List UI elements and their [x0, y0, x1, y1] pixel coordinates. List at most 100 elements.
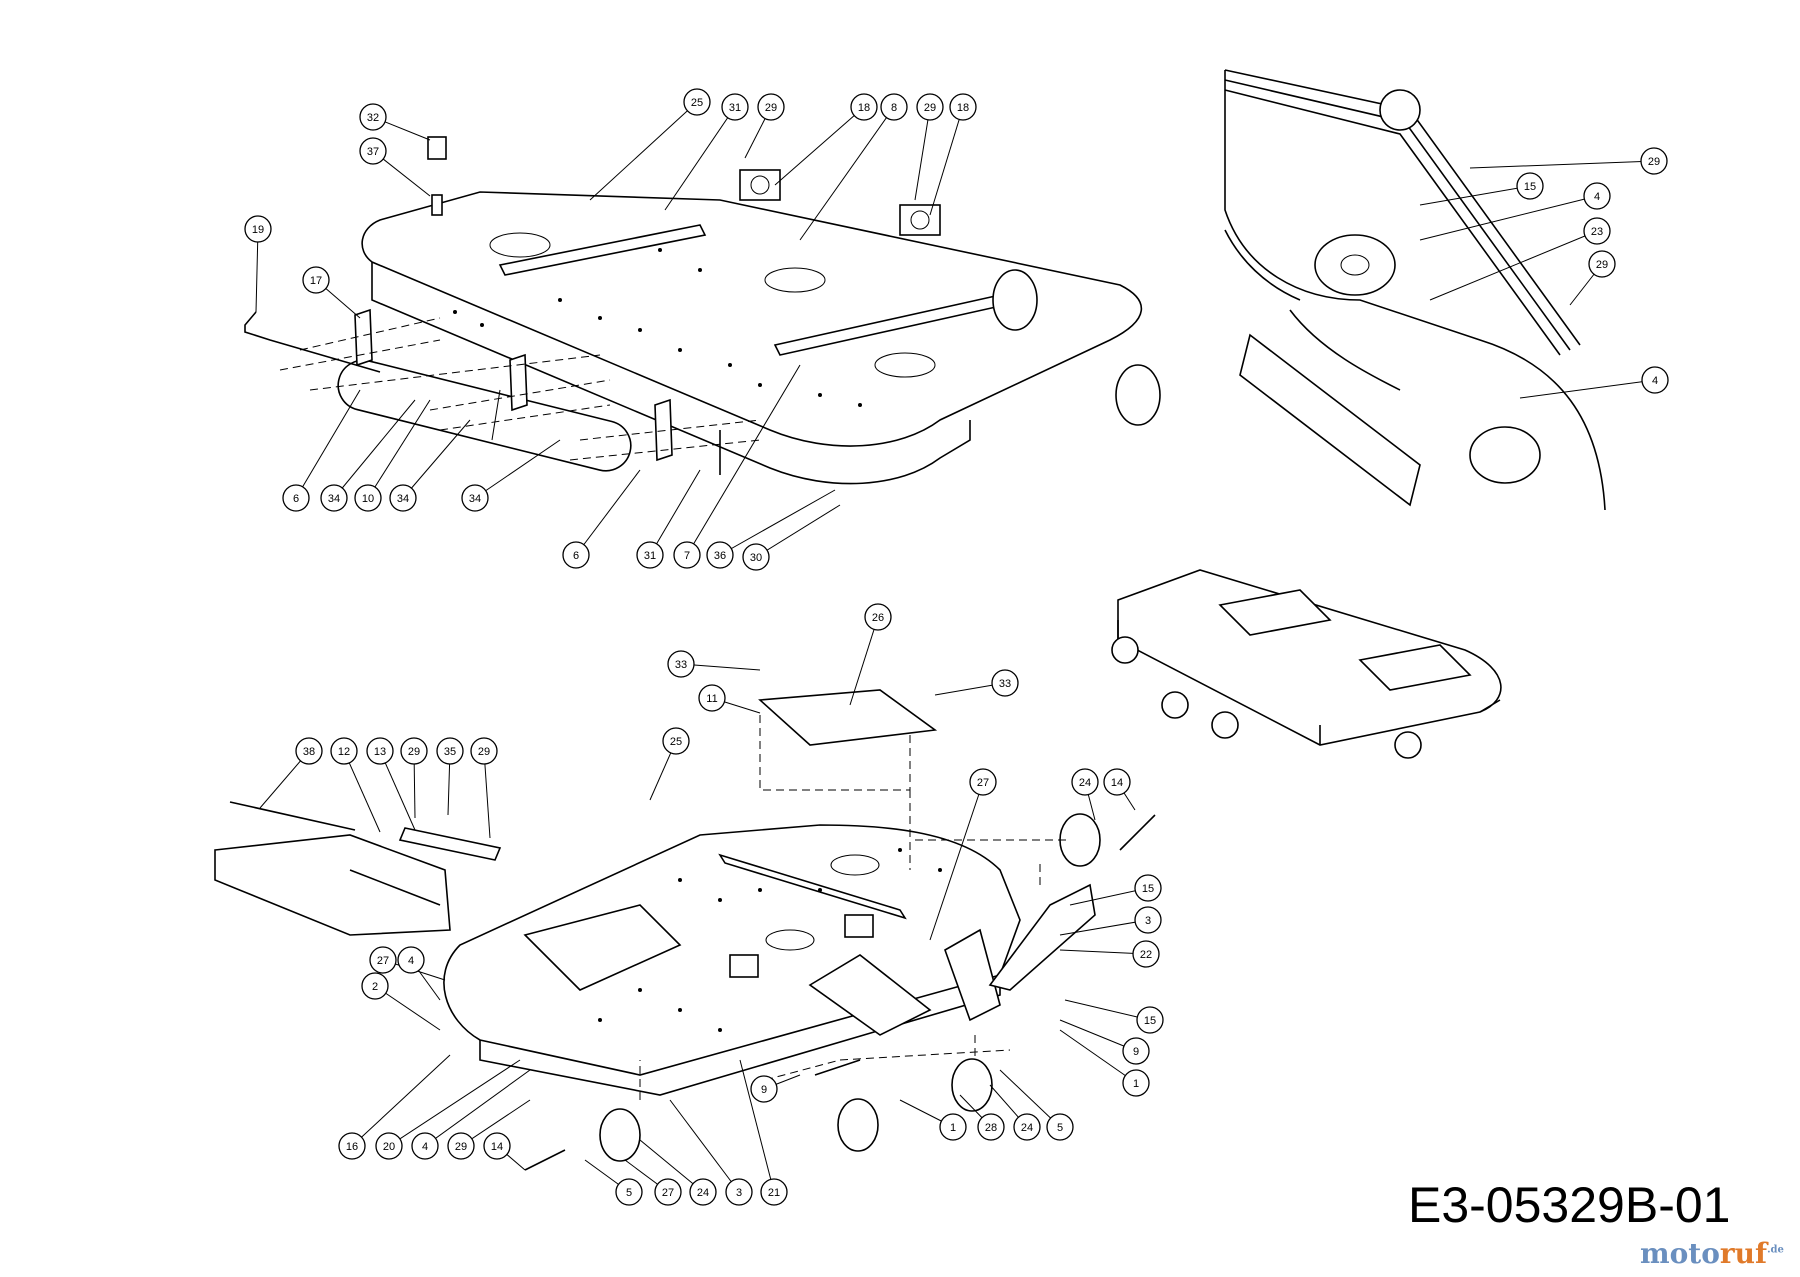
- leader-line-v3-37: [999, 1069, 1061, 1128]
- callout-circle: [1046, 1113, 1074, 1141]
- spindle-opening-right: [874, 352, 936, 378]
- callout-number: 2: [372, 981, 378, 993]
- callout-v3-16: 22: [1132, 940, 1160, 968]
- callout-circle: [991, 669, 1019, 697]
- callout-v3-14: 15: [1134, 874, 1162, 902]
- callout-v2-3: 23: [1583, 217, 1611, 245]
- callout-circle: [354, 484, 382, 512]
- callout-v3-15: 3: [1134, 906, 1162, 934]
- callout-number: 9: [761, 1084, 767, 1096]
- thumbnail-wheel-3: [1211, 711, 1239, 739]
- callout-number: 4: [408, 955, 414, 967]
- callout-v1-10: 18: [949, 93, 977, 121]
- callout-circle: [977, 1113, 1005, 1141]
- leader-line-v3-21: [1059, 1019, 1137, 1052]
- thumbnail-plate-left: [1218, 589, 1332, 636]
- leader-line-v2-5: [1519, 379, 1656, 399]
- leader-line-v1-19: [719, 489, 836, 556]
- callout-number: 4: [1594, 191, 1600, 203]
- callout-circle: [1122, 1069, 1150, 1097]
- callout-circle: [1583, 217, 1611, 245]
- callout-circle: [361, 972, 389, 1000]
- callout-circle: [1134, 906, 1162, 934]
- callout-circle: [244, 215, 272, 243]
- leader-line-v1-11: [295, 389, 361, 499]
- callout-number: 6: [573, 550, 579, 562]
- callout-v2-4: 29: [1588, 250, 1616, 278]
- callout-circle: [483, 1132, 511, 1160]
- drawing-number: E3-05329B-01: [1408, 1177, 1731, 1233]
- callout-circle: [447, 1132, 475, 1160]
- deck-brace-left: [498, 224, 707, 276]
- leader-line-v3-22: [1059, 1029, 1137, 1084]
- callout-v3-23: 9: [750, 1075, 778, 1103]
- callout-number: 7: [684, 550, 690, 562]
- callout-circle: [302, 266, 330, 294]
- callout-circle: [636, 541, 664, 569]
- callout-v3-28: 14: [483, 1132, 511, 1160]
- callout-v3-6: 12: [330, 737, 358, 765]
- callout-number: 24: [1079, 777, 1091, 789]
- detail-blade-housing: [1224, 229, 1401, 391]
- callout-circle: [562, 541, 590, 569]
- spindle-opening-middle: [764, 267, 826, 293]
- leader-line-v2-2: [1419, 195, 1598, 241]
- callout-number: 1: [1133, 1078, 1139, 1090]
- callout-number: 30: [750, 552, 762, 564]
- callout-number: 9: [1133, 1046, 1139, 1058]
- lower-wheel-front-left: [599, 1108, 641, 1162]
- callout-circle: [662, 727, 690, 755]
- leader-line-v3-27: [460, 1099, 531, 1147]
- anti-scalp-roller: [337, 359, 632, 472]
- callout-circle: [939, 1113, 967, 1141]
- callout-v3-22: 1: [1122, 1069, 1150, 1097]
- callout-number: 37: [367, 146, 379, 158]
- chute-hinge-bracket: [398, 827, 502, 861]
- detail-roller: [1239, 333, 1421, 507]
- callout-v3-11: 27: [969, 768, 997, 796]
- lower-wheel-front-right: [951, 1058, 993, 1112]
- callout-circle: [864, 603, 892, 631]
- callout-number: 29: [1596, 259, 1608, 271]
- callout-v1-9: 29: [916, 93, 944, 121]
- leader-line-v3-16: [1059, 949, 1147, 955]
- bearing-hole-right: [910, 210, 930, 230]
- chute-rod: [229, 801, 356, 831]
- callout-number: 23: [1591, 226, 1603, 238]
- leader-line-v3-7: [379, 750, 416, 831]
- thumbnail-wheel-2: [1161, 691, 1189, 719]
- callout-v3-13: 14: [1103, 768, 1131, 796]
- callout-v3-5: 38: [295, 737, 323, 765]
- callout-v3-30: 27: [654, 1178, 682, 1206]
- callout-circle: [667, 650, 695, 678]
- callout-circle: [969, 768, 997, 796]
- roller-bracket-left: [354, 308, 373, 367]
- leader-line-v2-3: [1429, 230, 1598, 301]
- callout-number: 27: [662, 1187, 674, 1199]
- leader-line-v3-25: [388, 1059, 521, 1147]
- callout-v1-19: 36: [706, 541, 734, 569]
- callout-circle: [1132, 940, 1160, 968]
- callout-number: 25: [670, 736, 682, 748]
- callout-circle: [320, 484, 348, 512]
- callout-number: 12: [338, 746, 350, 758]
- lower-bracket-side: [944, 928, 1001, 1022]
- callout-circle: [1641, 366, 1669, 394]
- discharge-chute: [214, 834, 451, 936]
- callout-number: 15: [1142, 883, 1154, 895]
- callout-v3-2: 11: [698, 684, 726, 712]
- callout-v1-7: 18: [850, 93, 878, 121]
- watermark-logo: motoruf.de: [1640, 1237, 1784, 1270]
- callout-v3-7: 13: [366, 737, 394, 765]
- callout-circle: [359, 137, 387, 165]
- callout-v1-6: 29: [757, 93, 785, 121]
- callout-v3-26: 4: [411, 1132, 439, 1160]
- callout-number: 34: [397, 493, 409, 505]
- roller-bracket-right: [654, 398, 673, 462]
- callout-circle: [949, 93, 977, 121]
- leader-line-v3-6: [343, 750, 381, 833]
- callout-v1-2: 19: [244, 215, 272, 243]
- deck-holes-v1: [453, 248, 862, 407]
- callout-v3-21: 9: [1122, 1037, 1150, 1065]
